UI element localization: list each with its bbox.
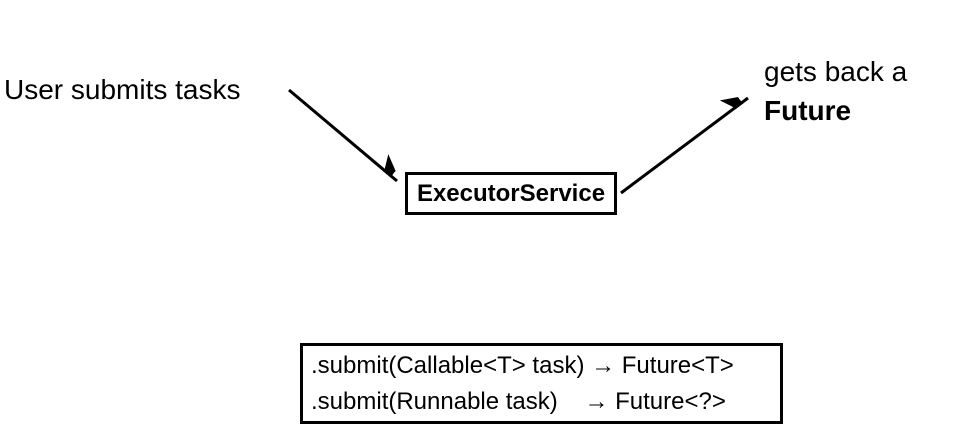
executor-service-box: ExecutorService xyxy=(405,172,617,215)
arrow-user-to-executor xyxy=(288,88,397,183)
future-result-label: gets back a Future xyxy=(764,52,907,130)
executor-service-label: ExecutorService xyxy=(416,179,606,207)
submit-callable-signature: .submit(Callable<T> task) → Future<T> xyxy=(311,351,734,379)
submit-runnable-signature: .submit(Runnable task) → Future<?> xyxy=(311,387,726,415)
user-submits-label: User submits tasks xyxy=(4,74,241,105)
future-result-line1: gets back a xyxy=(764,56,908,87)
arrow-executor-to-future xyxy=(620,98,749,195)
future-result-line2: Future xyxy=(764,95,852,126)
submit-api-box: .submit(Callable<T> task) → Future<T> .s… xyxy=(300,343,783,424)
